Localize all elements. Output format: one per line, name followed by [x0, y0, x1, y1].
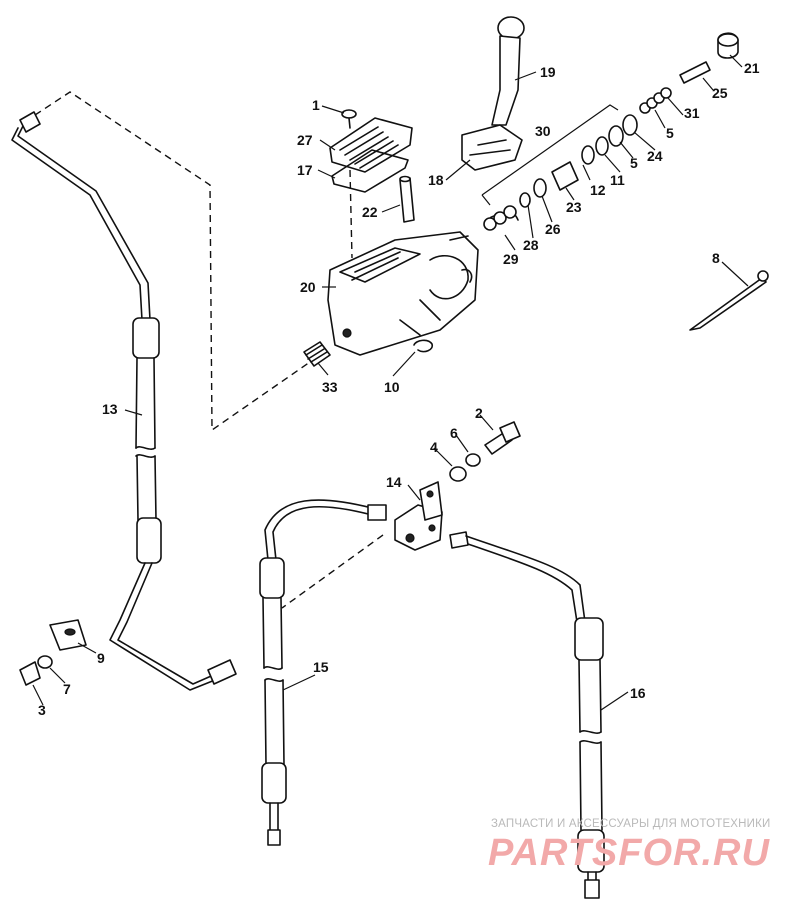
cover-gasket — [331, 149, 409, 193]
callout-3: 3 — [38, 702, 46, 718]
callout-18: 18 — [428, 172, 444, 188]
callout-25: 25 — [712, 85, 728, 101]
junction-bolt — [449, 421, 521, 482]
callout-33: 33 — [322, 379, 338, 395]
clip-9 — [49, 619, 87, 651]
callout-26: 26 — [545, 221, 561, 237]
callout-6: 6 — [450, 425, 458, 441]
callout-10: 10 — [384, 379, 400, 395]
master-cylinder-body — [327, 231, 479, 356]
callout-5a: 5 — [630, 155, 638, 171]
callout-2: 2 — [475, 405, 483, 421]
callout-13: 13 — [102, 401, 118, 417]
callout-22: 22 — [362, 204, 378, 220]
callout-28: 28 — [523, 237, 539, 253]
washer-7 — [37, 655, 53, 669]
callout-14: 14 — [386, 474, 402, 490]
callout-1: 1 — [312, 97, 320, 113]
cover-screw — [341, 109, 357, 129]
cotter-pin — [689, 270, 769, 331]
callout-23: 23 — [566, 199, 582, 215]
callout-21: 21 — [744, 60, 760, 76]
callout-19: 19 — [540, 64, 556, 80]
watermark-tagline: ЗАПЧАСТИ И АКСЕССУАРЫ ДЛЯ МОТОТЕХНИКИ — [491, 818, 771, 830]
junction-block — [394, 481, 443, 551]
piston-kit — [483, 32, 739, 231]
watermark-logo: PARTSFOR.RU — [488, 832, 770, 874]
callout-31: 31 — [684, 105, 700, 121]
sight-tube — [399, 175, 415, 223]
callout-27: 27 — [297, 132, 313, 148]
callout-20: 20 — [300, 279, 316, 295]
reservoir-cover — [329, 117, 413, 173]
leader-lines — [32, 54, 749, 711]
hose-15 — [259, 499, 387, 846]
retaining-clip — [413, 339, 434, 353]
callout-30: 30 — [535, 123, 551, 139]
callout-labels: 1 27 17 22 20 33 10 19 18 30 29 28 26 23… — [38, 60, 760, 718]
callout-16: 16 — [630, 685, 646, 701]
hose-16 — [449, 531, 605, 899]
callout-11: 11 — [610, 172, 625, 188]
callout-4: 4 — [430, 439, 438, 455]
callout-24: 24 — [647, 148, 663, 164]
kit-bracket — [481, 104, 619, 206]
callout-9: 9 — [97, 650, 105, 666]
callout-29: 29 — [503, 251, 519, 267]
banjo-fitting — [303, 341, 331, 367]
assembly-dash-lines — [34, 91, 384, 609]
callout-7: 7 — [63, 681, 71, 697]
callout-17: 17 — [297, 162, 313, 178]
brake-lever — [461, 16, 525, 171]
callout-8: 8 — [712, 250, 720, 266]
screw-3 — [19, 661, 41, 686]
callout-15: 15 — [313, 659, 329, 675]
callout-12: 12 — [590, 182, 606, 198]
hose-13 — [11, 111, 237, 691]
callout-5b: 5 — [666, 125, 674, 141]
